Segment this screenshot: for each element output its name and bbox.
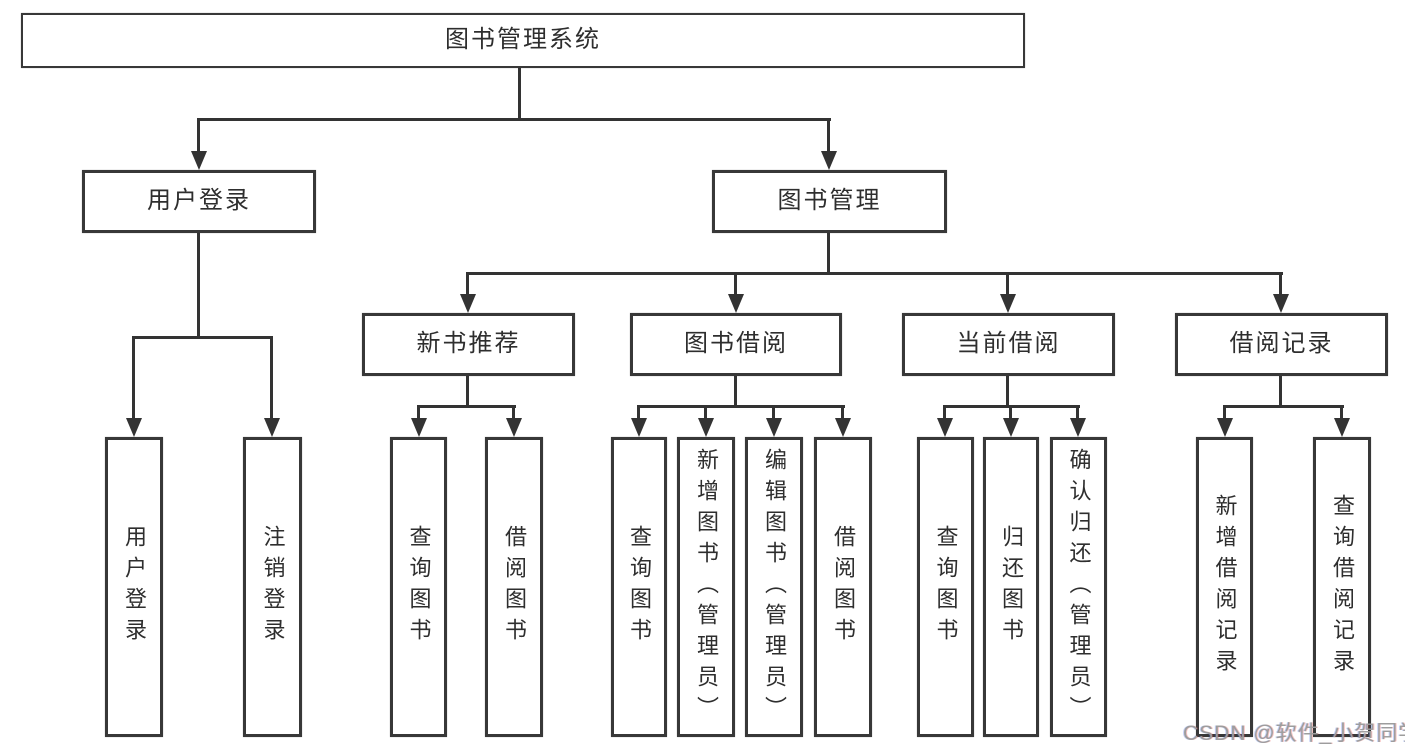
node-root-system: 图书管理系统 [21,13,1025,68]
node-label: 借阅图书 [502,525,527,649]
connector-line [132,336,273,339]
connector-line [466,272,469,297]
connector-line [466,272,1283,275]
arrow-down-icon [821,151,837,170]
leaf-logout-login: 注销登录 [243,437,302,737]
arrow-down-icon [126,418,142,437]
leaf-add-books-admin: 新增图书（管理员） [677,437,735,737]
connector-line [197,233,200,339]
arrow-down-icon [460,294,476,313]
connector-line [518,68,521,121]
connector-line [943,405,946,421]
connector-line [734,272,737,297]
node-borrow-records: 借阅记录 [1175,313,1388,376]
node-label: 查询图书 [627,525,652,649]
node-label: 借阅记录 [1229,330,1334,358]
arrow-down-icon [1070,418,1086,437]
connector-line [1076,405,1079,421]
connector-line [1223,405,1344,408]
leaf-query-books-current: 查询图书 [917,437,974,737]
arrow-down-icon [264,418,280,437]
connector-line [1006,376,1009,408]
leaf-query-books-recommend: 查询图书 [390,437,447,737]
node-label: 用户登录 [147,187,251,215]
node-user-login: 用户登录 [82,170,316,233]
connector-line [270,336,273,421]
node-label: 归还图书 [999,525,1024,649]
arrow-down-icon [1000,294,1016,313]
arrow-down-icon [1273,294,1289,313]
connector-line [1279,272,1282,297]
arrow-down-icon [631,418,647,437]
node-label: 新增借阅记录 [1212,494,1238,680]
connector-line [827,233,830,275]
leaf-borrow-books-borrowing: 借阅图书 [814,437,872,737]
connector-line [841,405,844,421]
leaf-edit-books-admin: 编辑图书（管理员） [745,437,803,737]
leaf-return-books: 归还图书 [983,437,1039,737]
connector-line [512,405,515,421]
node-book-management: 图书管理 [712,170,947,233]
node-label: 图书管理 [777,187,882,215]
arrow-down-icon [766,418,782,437]
node-label: 编辑图书（管理员） [762,447,787,727]
connector-line [1009,405,1012,421]
node-label: 注销登录 [260,525,286,649]
arrow-down-icon [191,151,207,170]
node-book-borrowing: 图书借阅 [630,313,842,376]
arrow-down-icon [698,418,714,437]
connector-line [637,405,640,421]
node-label: 查询图书 [933,525,959,649]
connector-line [1006,272,1009,297]
csdn-watermark: CSDN @软件_小贺同学 [1183,722,1405,745]
connector-line [637,405,845,408]
leaf-query-borrow-record: 查询借阅记录 [1313,437,1371,737]
arrow-down-icon [937,418,953,437]
connector-line [417,405,420,421]
connector-line [417,405,516,408]
connector-line [197,118,200,154]
connector-line [772,405,775,421]
arrow-down-icon [506,418,522,437]
leaf-query-books-borrowing: 查询图书 [611,437,667,737]
connector-line [1340,405,1343,421]
arrow-down-icon [728,294,744,313]
arrow-down-icon [1334,418,1350,437]
node-label: 新增图书（管理员） [694,447,719,727]
node-label: 图书管理系统 [445,26,601,54]
connector-line [132,336,135,421]
node-label: 新书推荐 [416,330,521,358]
leaf-user-login: 用户登录 [105,437,163,737]
leaf-add-borrow-record: 新增借阅记录 [1196,437,1253,737]
node-label: 确认归还（管理员） [1066,447,1092,727]
node-label: 查询图书 [406,525,432,649]
arrow-down-icon [411,418,427,437]
arrow-down-icon [1003,418,1019,437]
connector-line [734,376,737,408]
connector-line [466,376,469,408]
connector-line [1279,376,1282,408]
node-current-borrowing: 当前借阅 [902,313,1115,376]
connector-line [1223,405,1226,421]
node-new-book-recommend: 新书推荐 [362,313,575,376]
connector-line [704,405,707,421]
node-label: 借阅图书 [831,525,856,649]
connector-line [198,118,831,121]
leaf-confirm-return-admin: 确认归还（管理员） [1050,437,1107,737]
arrow-down-icon [1217,418,1233,437]
node-label: 查询借阅记录 [1330,494,1355,680]
connector-line [827,118,830,154]
node-label: 用户登录 [122,525,147,649]
node-label: 当前借阅 [956,330,1061,358]
leaf-borrow-books-recommend: 借阅图书 [485,437,543,737]
arrow-down-icon [835,418,851,437]
node-label: 图书借阅 [684,330,788,358]
